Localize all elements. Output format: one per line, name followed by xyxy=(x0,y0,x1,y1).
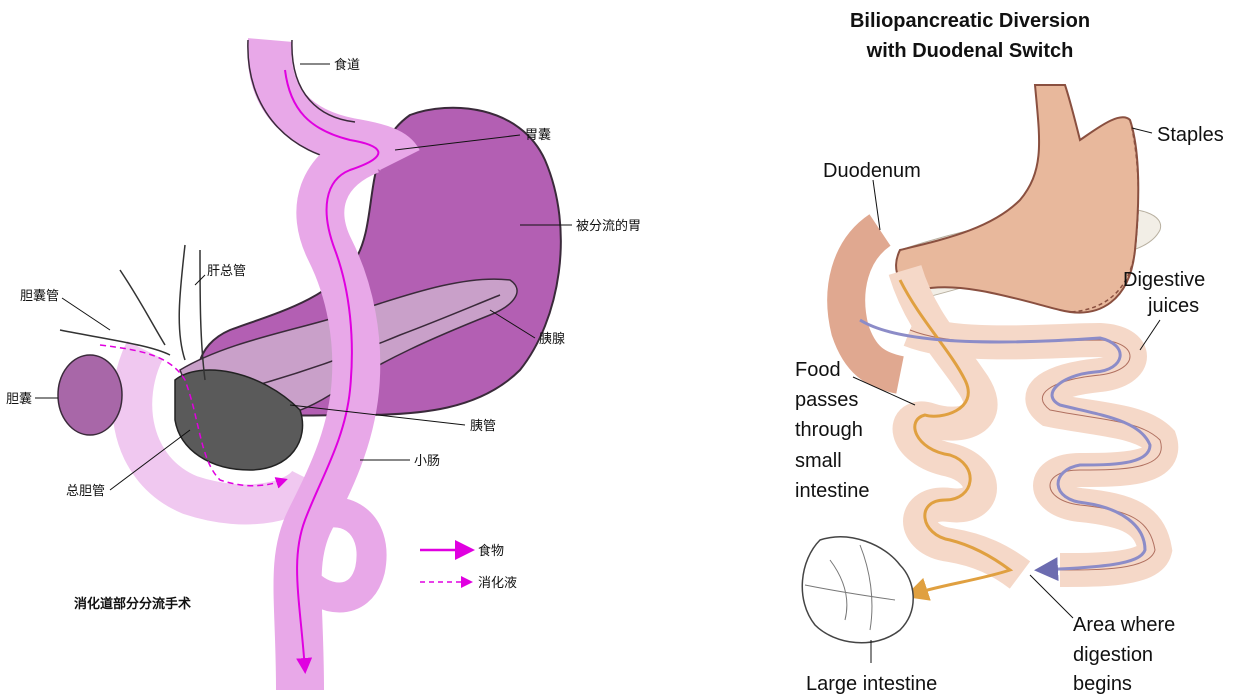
title-line-2: with Duodenal Switch xyxy=(866,40,1074,62)
label-food-4: small xyxy=(795,450,842,472)
label-gastric-pouch: 胃囊 xyxy=(525,127,551,143)
duodenum-stub xyxy=(846,230,900,375)
label-esophagus: 食道 xyxy=(334,57,360,73)
legend-juice-label: 消化液 xyxy=(478,576,517,591)
title-line-1: Biliopancreatic Diversion xyxy=(850,10,1090,32)
label-gallbladder: 胆囊 xyxy=(6,391,32,407)
label-small-intestine: 小肠 xyxy=(414,454,440,469)
label-food-2: passes xyxy=(795,389,858,411)
label-food-1: Food xyxy=(795,359,841,381)
label-staples: Staples xyxy=(1157,124,1224,146)
label-large-intestine: Large intestine xyxy=(806,673,937,695)
label-food-5: intestine xyxy=(795,480,870,502)
large-intestine xyxy=(802,537,913,643)
label-digestive-juices-1: Digestive xyxy=(1123,269,1205,291)
label-cystic-duct: 胆囊管 xyxy=(20,288,59,304)
duodenal-switch-diagram: Biliopancreatic Diversion with Duodenal … xyxy=(700,0,1239,696)
label-digestive-juices-2: juices xyxy=(1147,295,1199,317)
left-caption: 消化道部分分流手术 xyxy=(74,596,191,612)
label-bypassed-stomach: 被分流的胃 xyxy=(576,218,641,234)
label-pancreatic-duct: 胰管 xyxy=(470,419,496,434)
label-area-1: Area where xyxy=(1073,614,1175,636)
label-common-bile-duct: 总胆管 xyxy=(66,484,105,499)
legend-food-label: 食物 xyxy=(478,543,504,559)
right-diagram-svg: Biliopancreatic Diversion with Duodenal … xyxy=(700,0,1239,696)
label-pancreas: 胰腺 xyxy=(539,332,565,347)
label-food-3: through xyxy=(795,419,863,441)
label-common-hepatic-duct: 肝总管 xyxy=(207,264,246,279)
label-area-2: digestion xyxy=(1073,644,1153,666)
label-duodenum: Duodenum xyxy=(823,160,921,182)
left-diagram-svg: 食道 胃囊 被分流的胃 肝总管 胆囊管 胰腺 胆囊 胰管 小肠 总胆管 食物 消… xyxy=(0,0,700,696)
gallbladder-shape xyxy=(58,355,122,435)
sleeve-stomach xyxy=(896,85,1138,313)
partial-diversion-diagram: 食道 胃囊 被分流的胃 肝总管 胆囊管 胰腺 胆囊 胰管 小肠 总胆管 食物 消… xyxy=(0,0,700,696)
label-area-3: begins xyxy=(1073,673,1132,695)
